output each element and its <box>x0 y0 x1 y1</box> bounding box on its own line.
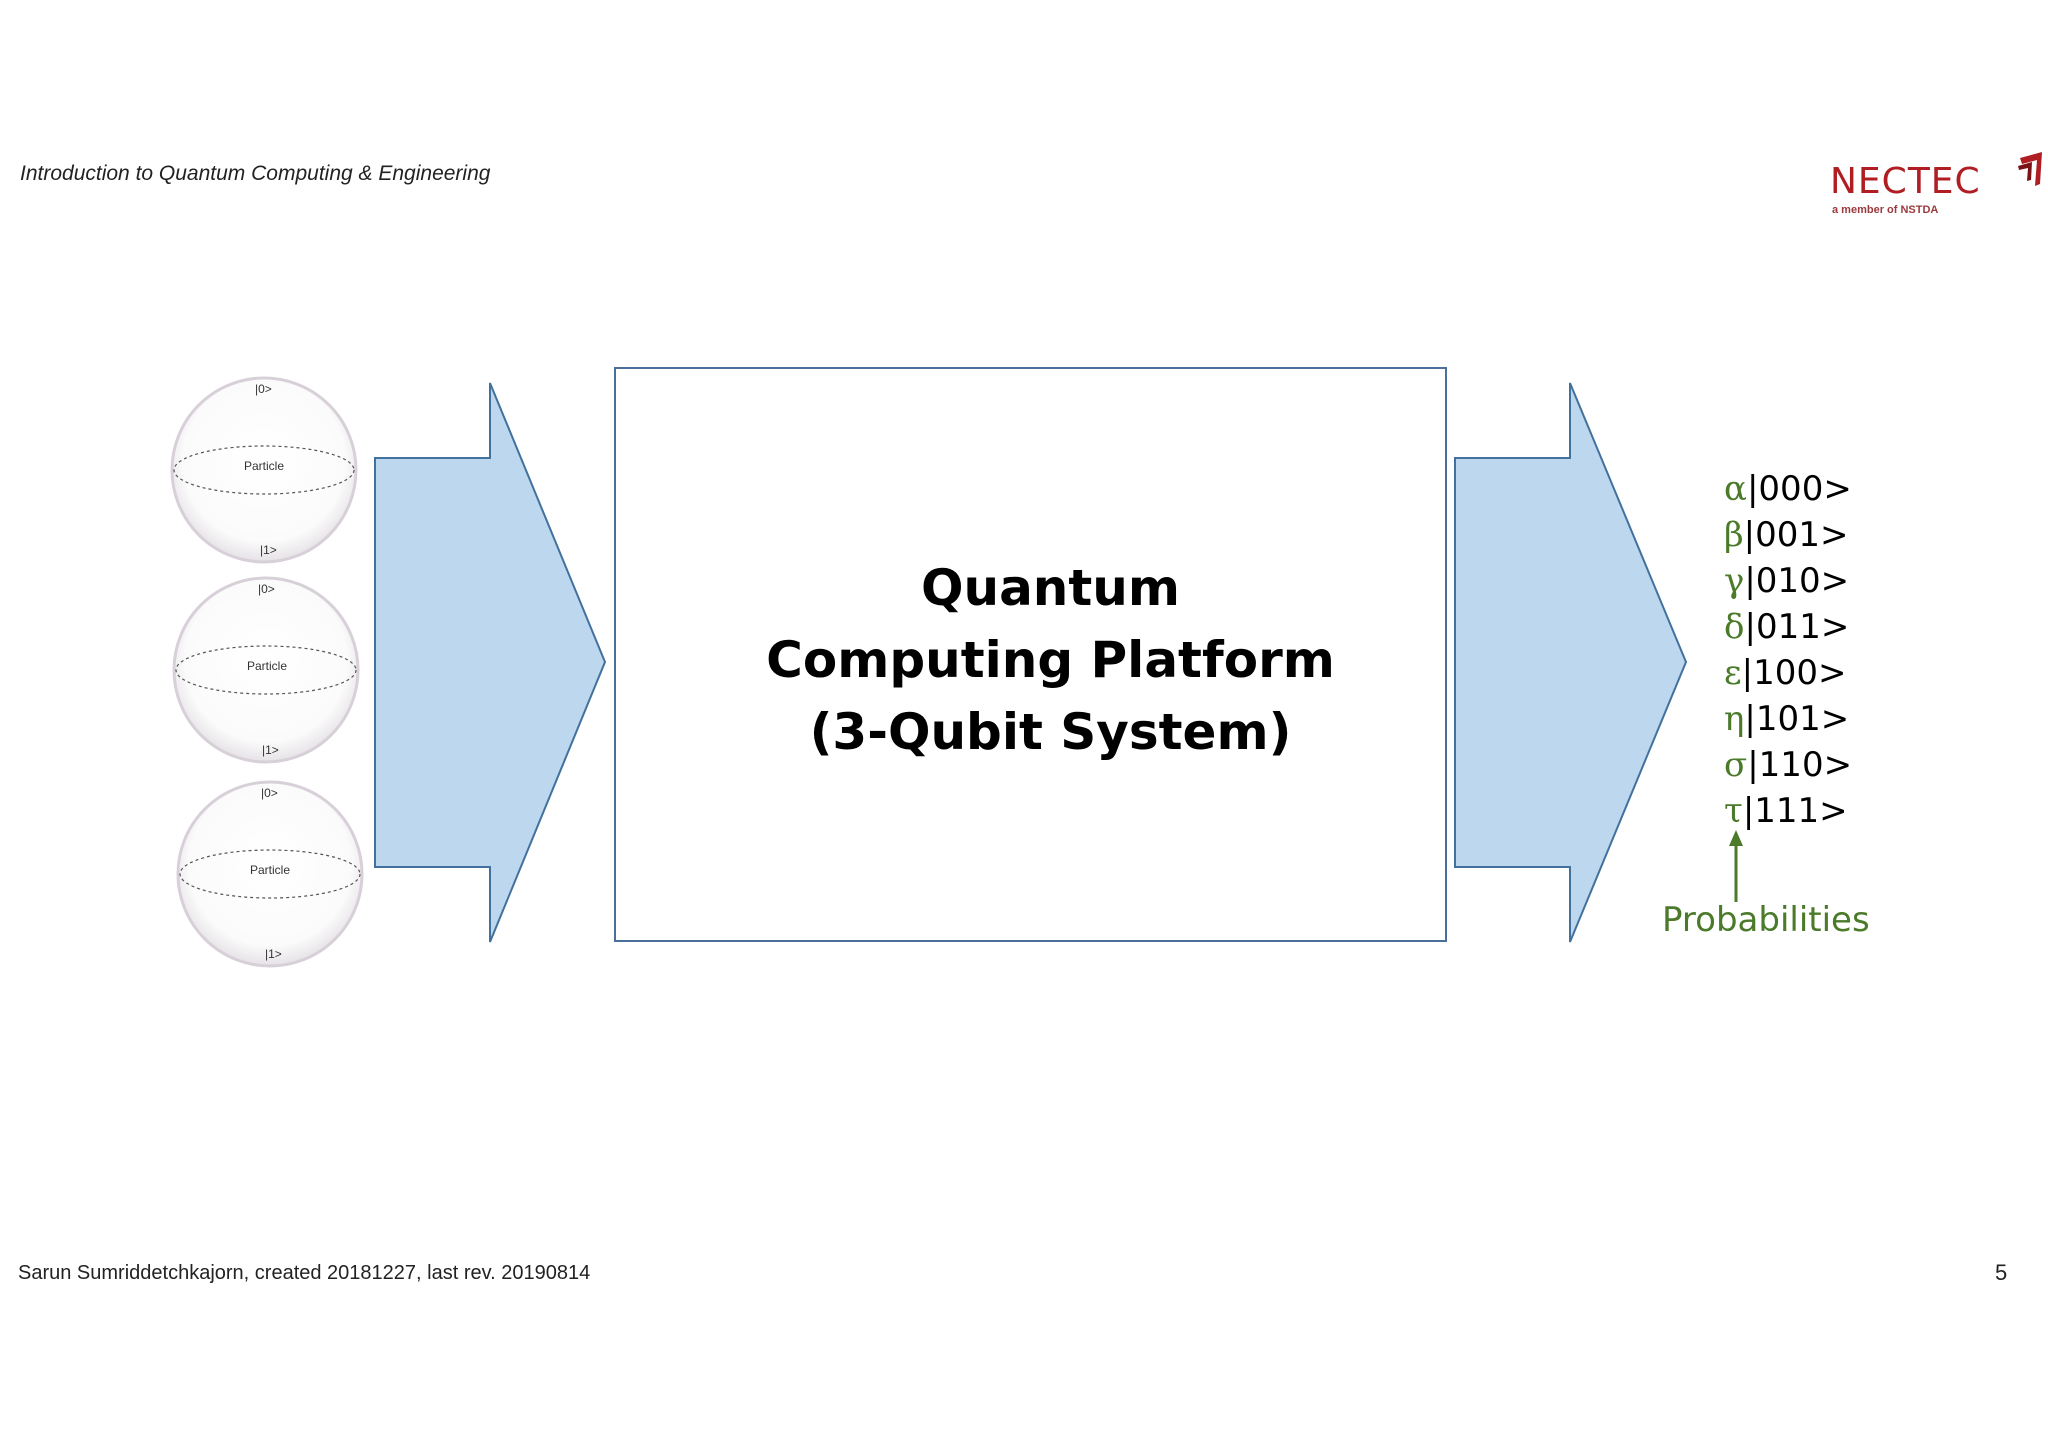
sphere-2-top-state: |0> <box>258 582 275 596</box>
state-coefficient: τ <box>1724 791 1743 831</box>
probabilities-pointer-arrow <box>1729 830 1743 902</box>
state-row: ε|100> <box>1724 650 1852 696</box>
state-coefficient: γ <box>1724 561 1745 601</box>
sphere-3-bottom-state: |1> <box>265 947 282 961</box>
state-row: γ|010> <box>1724 558 1852 604</box>
state-ket: |111> <box>1742 791 1848 831</box>
state-coefficient: α <box>1724 469 1747 509</box>
nectec-logo: NECTEC a member of NSTDA <box>1826 150 2046 222</box>
state-ket: |101> <box>1744 699 1850 739</box>
quantum-platform-box: Quantum Computing Platform (3-Qubit Syst… <box>614 367 1447 942</box>
state-row: σ|110> <box>1724 742 1852 788</box>
qubit-sphere-3 <box>176 780 364 968</box>
state-row: α|000> <box>1724 466 1852 512</box>
sphere-3-top-state: |0> <box>261 786 278 800</box>
platform-title: Quantum Computing Platform (3-Qubit Syst… <box>766 552 1335 768</box>
page-number: 5 <box>1995 1260 2008 1285</box>
state-ket: |110> <box>1747 745 1853 785</box>
state-ket: |010> <box>1744 561 1850 601</box>
platform-title-line-3: (3-Qubit System) <box>809 702 1292 761</box>
state-coefficient: η <box>1724 699 1745 739</box>
state-row: β|001> <box>1724 512 1852 558</box>
state-coefficient: ε <box>1724 653 1742 693</box>
state-row: τ|111> <box>1724 788 1852 834</box>
sphere-1-center-label: Particle <box>244 459 285 473</box>
platform-title-line-1: Quantum <box>920 558 1181 617</box>
state-row: η|101> <box>1724 696 1852 742</box>
logo-name: NECTEC <box>1830 161 1981 202</box>
state-ket: |001> <box>1743 515 1849 555</box>
state-ket: |011> <box>1744 607 1850 647</box>
sphere-1-top-state: |0> <box>255 382 272 396</box>
sphere-2-center-label: Particle <box>247 659 288 673</box>
sphere-3-center-label: Particle <box>250 863 291 877</box>
logo-mark-icon <box>2018 152 2042 186</box>
state-coefficient: σ <box>1724 745 1748 785</box>
state-row: δ|011> <box>1724 604 1852 650</box>
sphere-1-bottom-state: |1> <box>260 543 277 557</box>
state-coefficient: β <box>1724 515 1744 555</box>
platform-title-line-2: Computing Platform <box>766 630 1335 689</box>
state-coefficient: δ <box>1724 607 1745 647</box>
output-arrow <box>1454 382 1688 943</box>
sphere-2-bottom-state: |1> <box>262 743 279 757</box>
slide-header-title: Introduction to Quantum Computing & Engi… <box>20 162 491 185</box>
qubit-sphere-2 <box>172 576 360 764</box>
output-state-list: α|000> β|001> γ|010> δ|011> ε|100> η|101… <box>1724 466 1852 834</box>
logo-tagline: a member of NSTDA <box>1832 204 1939 216</box>
input-arrow <box>374 382 607 943</box>
state-ket: |100> <box>1741 653 1847 693</box>
state-ket: |000> <box>1746 469 1852 509</box>
probabilities-label: Probabilities <box>1662 900 1870 940</box>
qubit-sphere-1 <box>170 376 358 564</box>
footer-author: Sarun Sumriddetchkajorn, created 2018122… <box>18 1262 591 1284</box>
